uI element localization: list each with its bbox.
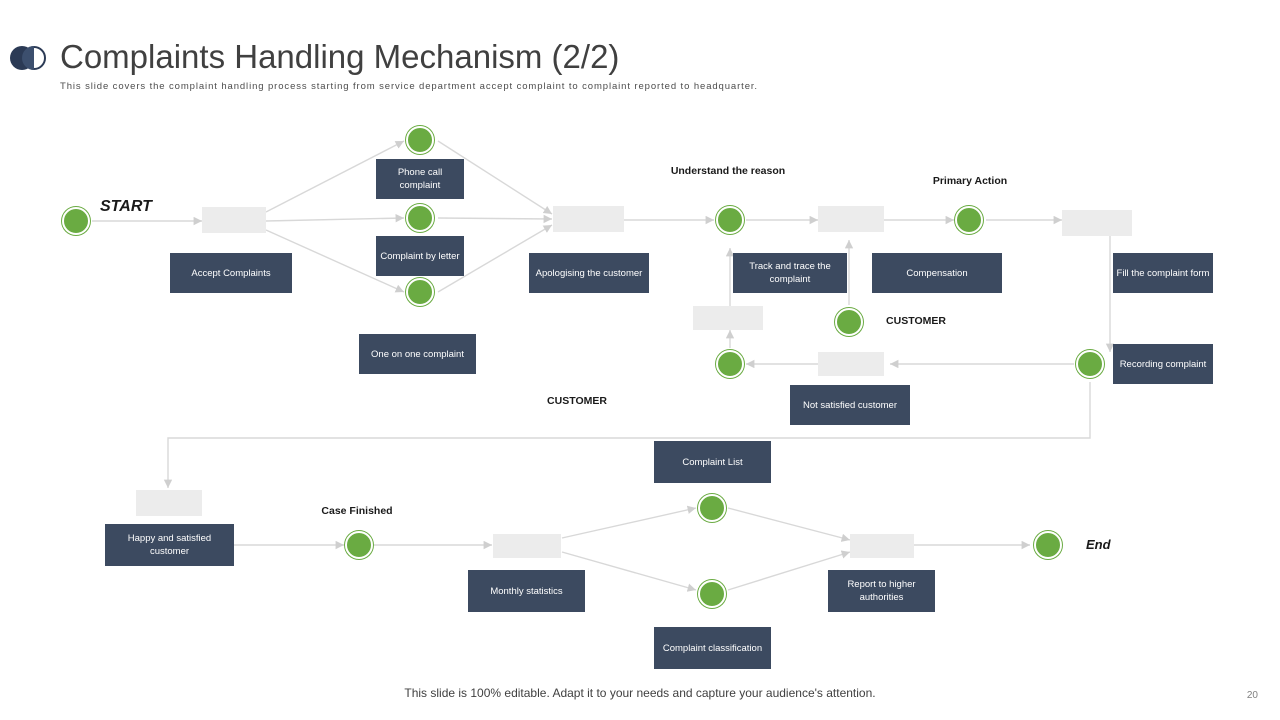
label-happy-and-satisfied-customer: Happy and satisfied customer (105, 524, 234, 566)
node-case-finished[interactable] (345, 531, 373, 559)
page-subtitle: This slide covers the complaint handling… (60, 81, 758, 92)
node-complaint-classification[interactable] (698, 580, 726, 608)
text-case-finished: Case Finished (321, 505, 393, 517)
placeholder-apologising (553, 206, 624, 232)
node-end[interactable] (1034, 531, 1062, 559)
label-accept-complaints: Accept Complaints (170, 253, 292, 293)
placeholder-mid-left (693, 306, 763, 330)
placeholder-accept (202, 207, 266, 233)
node-one-on-one[interactable] (406, 278, 434, 306)
label-complaint-list: Complaint List (654, 441, 771, 483)
page-title: Complaints Handling Mechanism (2/2) (60, 38, 620, 75)
label-complaint-classification: Complaint classification (654, 627, 771, 669)
label-compensation: Compensation (872, 253, 1002, 293)
placeholder-primary-action (818, 206, 884, 232)
placeholder-monthly-statistics (493, 534, 561, 558)
label-phone-call-complaint: Phone call complaint (376, 159, 464, 199)
label-track-and-trace: Track and trace the complaint (733, 253, 847, 293)
text-customer-right: CUSTOMER (886, 315, 946, 327)
placeholder-happy-customer (136, 490, 202, 516)
end-text: End (1086, 537, 1111, 552)
label-complaint-by-letter: Complaint by letter (376, 236, 464, 276)
label-monthly-statistics: Monthly statistics (468, 570, 585, 612)
label-not-satisfied-customer: Not satisfied customer (790, 385, 910, 425)
label-report-to-higher-authorities: Report to higher authorities (828, 570, 935, 612)
node-complaint-by-letter[interactable] (406, 204, 434, 232)
node-recording-complaint[interactable] (1076, 350, 1104, 378)
start-text: START (100, 198, 152, 215)
node-understand-the-reason[interactable] (716, 206, 744, 234)
node-phone-call[interactable] (406, 126, 434, 154)
placeholder-not-satisfied (818, 352, 884, 376)
node-complaint-list[interactable] (698, 494, 726, 522)
text-primary-action: Primary Action (932, 175, 1008, 187)
node-compensation[interactable] (955, 206, 983, 234)
placeholder-fill-form (1062, 210, 1132, 236)
page-number: 20 (1246, 690, 1258, 701)
footer-note: This slide is 100% editable. Adapt it to… (404, 686, 876, 700)
brand-logo-icon (10, 46, 50, 72)
node-customer-right[interactable] (835, 308, 863, 336)
text-customer-left: CUSTOMER (547, 395, 607, 407)
placeholder-report-higher (850, 534, 914, 558)
node-not-satisfied[interactable] (716, 350, 744, 378)
label-recording-complaint: Recording complaint (1113, 344, 1213, 384)
text-understand-the-reason: Understand the reason (670, 165, 786, 177)
node-start[interactable] (62, 207, 90, 235)
label-one-on-one-complaint: One on one complaint (359, 334, 476, 374)
label-fill-the-complaint-form: Fill the complaint form (1113, 253, 1213, 293)
label-apologising-the-customer: Apologising the customer (529, 253, 649, 293)
